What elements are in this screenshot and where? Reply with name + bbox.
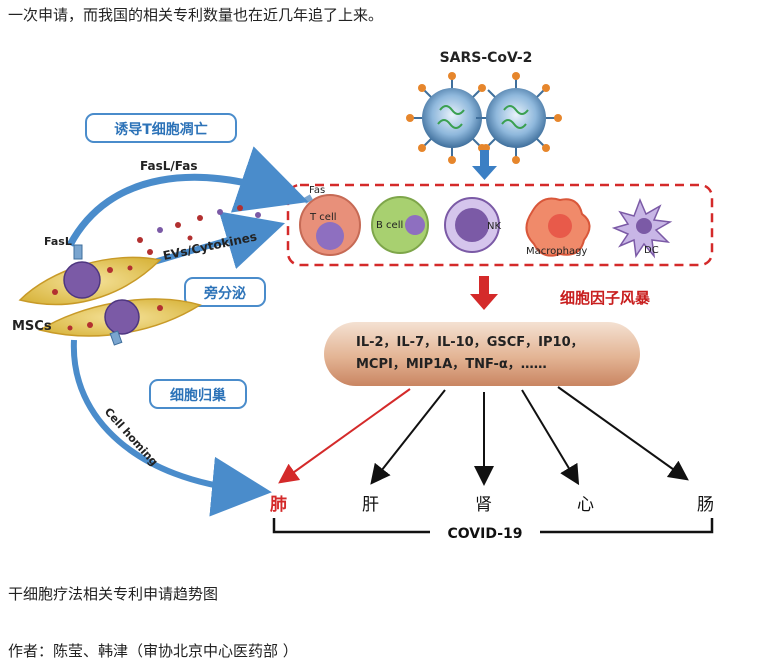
virus-down-arrow bbox=[472, 150, 497, 180]
fasl-label: FasL bbox=[44, 235, 72, 248]
cell-homing-box-label: 细胞归巢 bbox=[170, 387, 227, 404]
virus-label: SARS-CoV-2 bbox=[440, 50, 533, 66]
evs-label: EVs/Cytokines bbox=[162, 229, 258, 263]
b-cell: B cell bbox=[371, 196, 429, 254]
covid-bracket bbox=[272, 518, 714, 534]
figure-caption: 干细胞疗法相关专利申请趋势图 bbox=[8, 585, 219, 603]
nk-cell: NK bbox=[444, 197, 501, 253]
dc-label: DC bbox=[644, 245, 659, 256]
paracrine-box bbox=[184, 277, 266, 307]
t-cell-label: T cell bbox=[309, 212, 337, 223]
b-cell-label: B cell bbox=[376, 220, 403, 231]
organ-kidney: 肾 bbox=[475, 495, 492, 515]
immune-cells-box bbox=[286, 183, 714, 267]
fasl-receptor-icon bbox=[73, 244, 83, 260]
cytokine-storm-label: 细胞因子风暴 bbox=[560, 289, 651, 307]
arrow-liver bbox=[370, 389, 446, 485]
mscs-label: MSCs bbox=[12, 319, 52, 334]
organ-lung: 肺 bbox=[270, 495, 287, 515]
organ-heart: 心 bbox=[577, 495, 594, 515]
t-cell: Fas T cell bbox=[299, 185, 361, 256]
arrow-lung bbox=[278, 388, 411, 484]
covid-label: COVID-19 bbox=[447, 526, 522, 542]
macrophage-cell: Macrophagy bbox=[525, 197, 591, 257]
cell-homing-box bbox=[149, 379, 247, 409]
dc-cell: DC bbox=[611, 197, 673, 259]
virus-icon bbox=[406, 72, 562, 164]
nk-cell-label: NK bbox=[487, 221, 501, 232]
macrophage-label: Macrophagy bbox=[526, 246, 587, 257]
induce-apoptosis-label: 诱导T细胞凋亡 bbox=[114, 121, 208, 138]
arrow-intestine bbox=[557, 386, 689, 481]
storm-down-arrow bbox=[470, 276, 498, 310]
paracrine-label: 旁分泌 bbox=[203, 285, 246, 302]
mscs-mechanism-diagram: SARS-CoV-2 bbox=[12, 50, 714, 542]
msc-cells-icon bbox=[18, 256, 202, 346]
author-line: 作者：陈莹、韩津（审协北京中心医药部 ） bbox=[8, 642, 298, 660]
cytokines-line2: MCPI，MIP1A，TNF-α，…… bbox=[356, 357, 547, 372]
cytokines-line1: IL-2，IL-7，IL-10，GSCF，IP10， bbox=[356, 335, 584, 350]
cytokines-pill bbox=[324, 322, 640, 386]
cell-homing-arrow bbox=[70, 339, 272, 517]
induce-apoptosis-box bbox=[85, 113, 237, 143]
fasl-fas-label: FasL/Fas bbox=[140, 159, 198, 173]
organ-liver: 肝 bbox=[362, 495, 379, 515]
organ-intestine: 肠 bbox=[697, 495, 714, 515]
intro-text: 一次申请，而我国的相关专利数量也在近几年追了上来。 bbox=[8, 6, 384, 24]
fasl-fas-arrow bbox=[66, 146, 309, 247]
fas-label: Fas bbox=[309, 185, 325, 196]
arrow-heart bbox=[521, 389, 580, 486]
